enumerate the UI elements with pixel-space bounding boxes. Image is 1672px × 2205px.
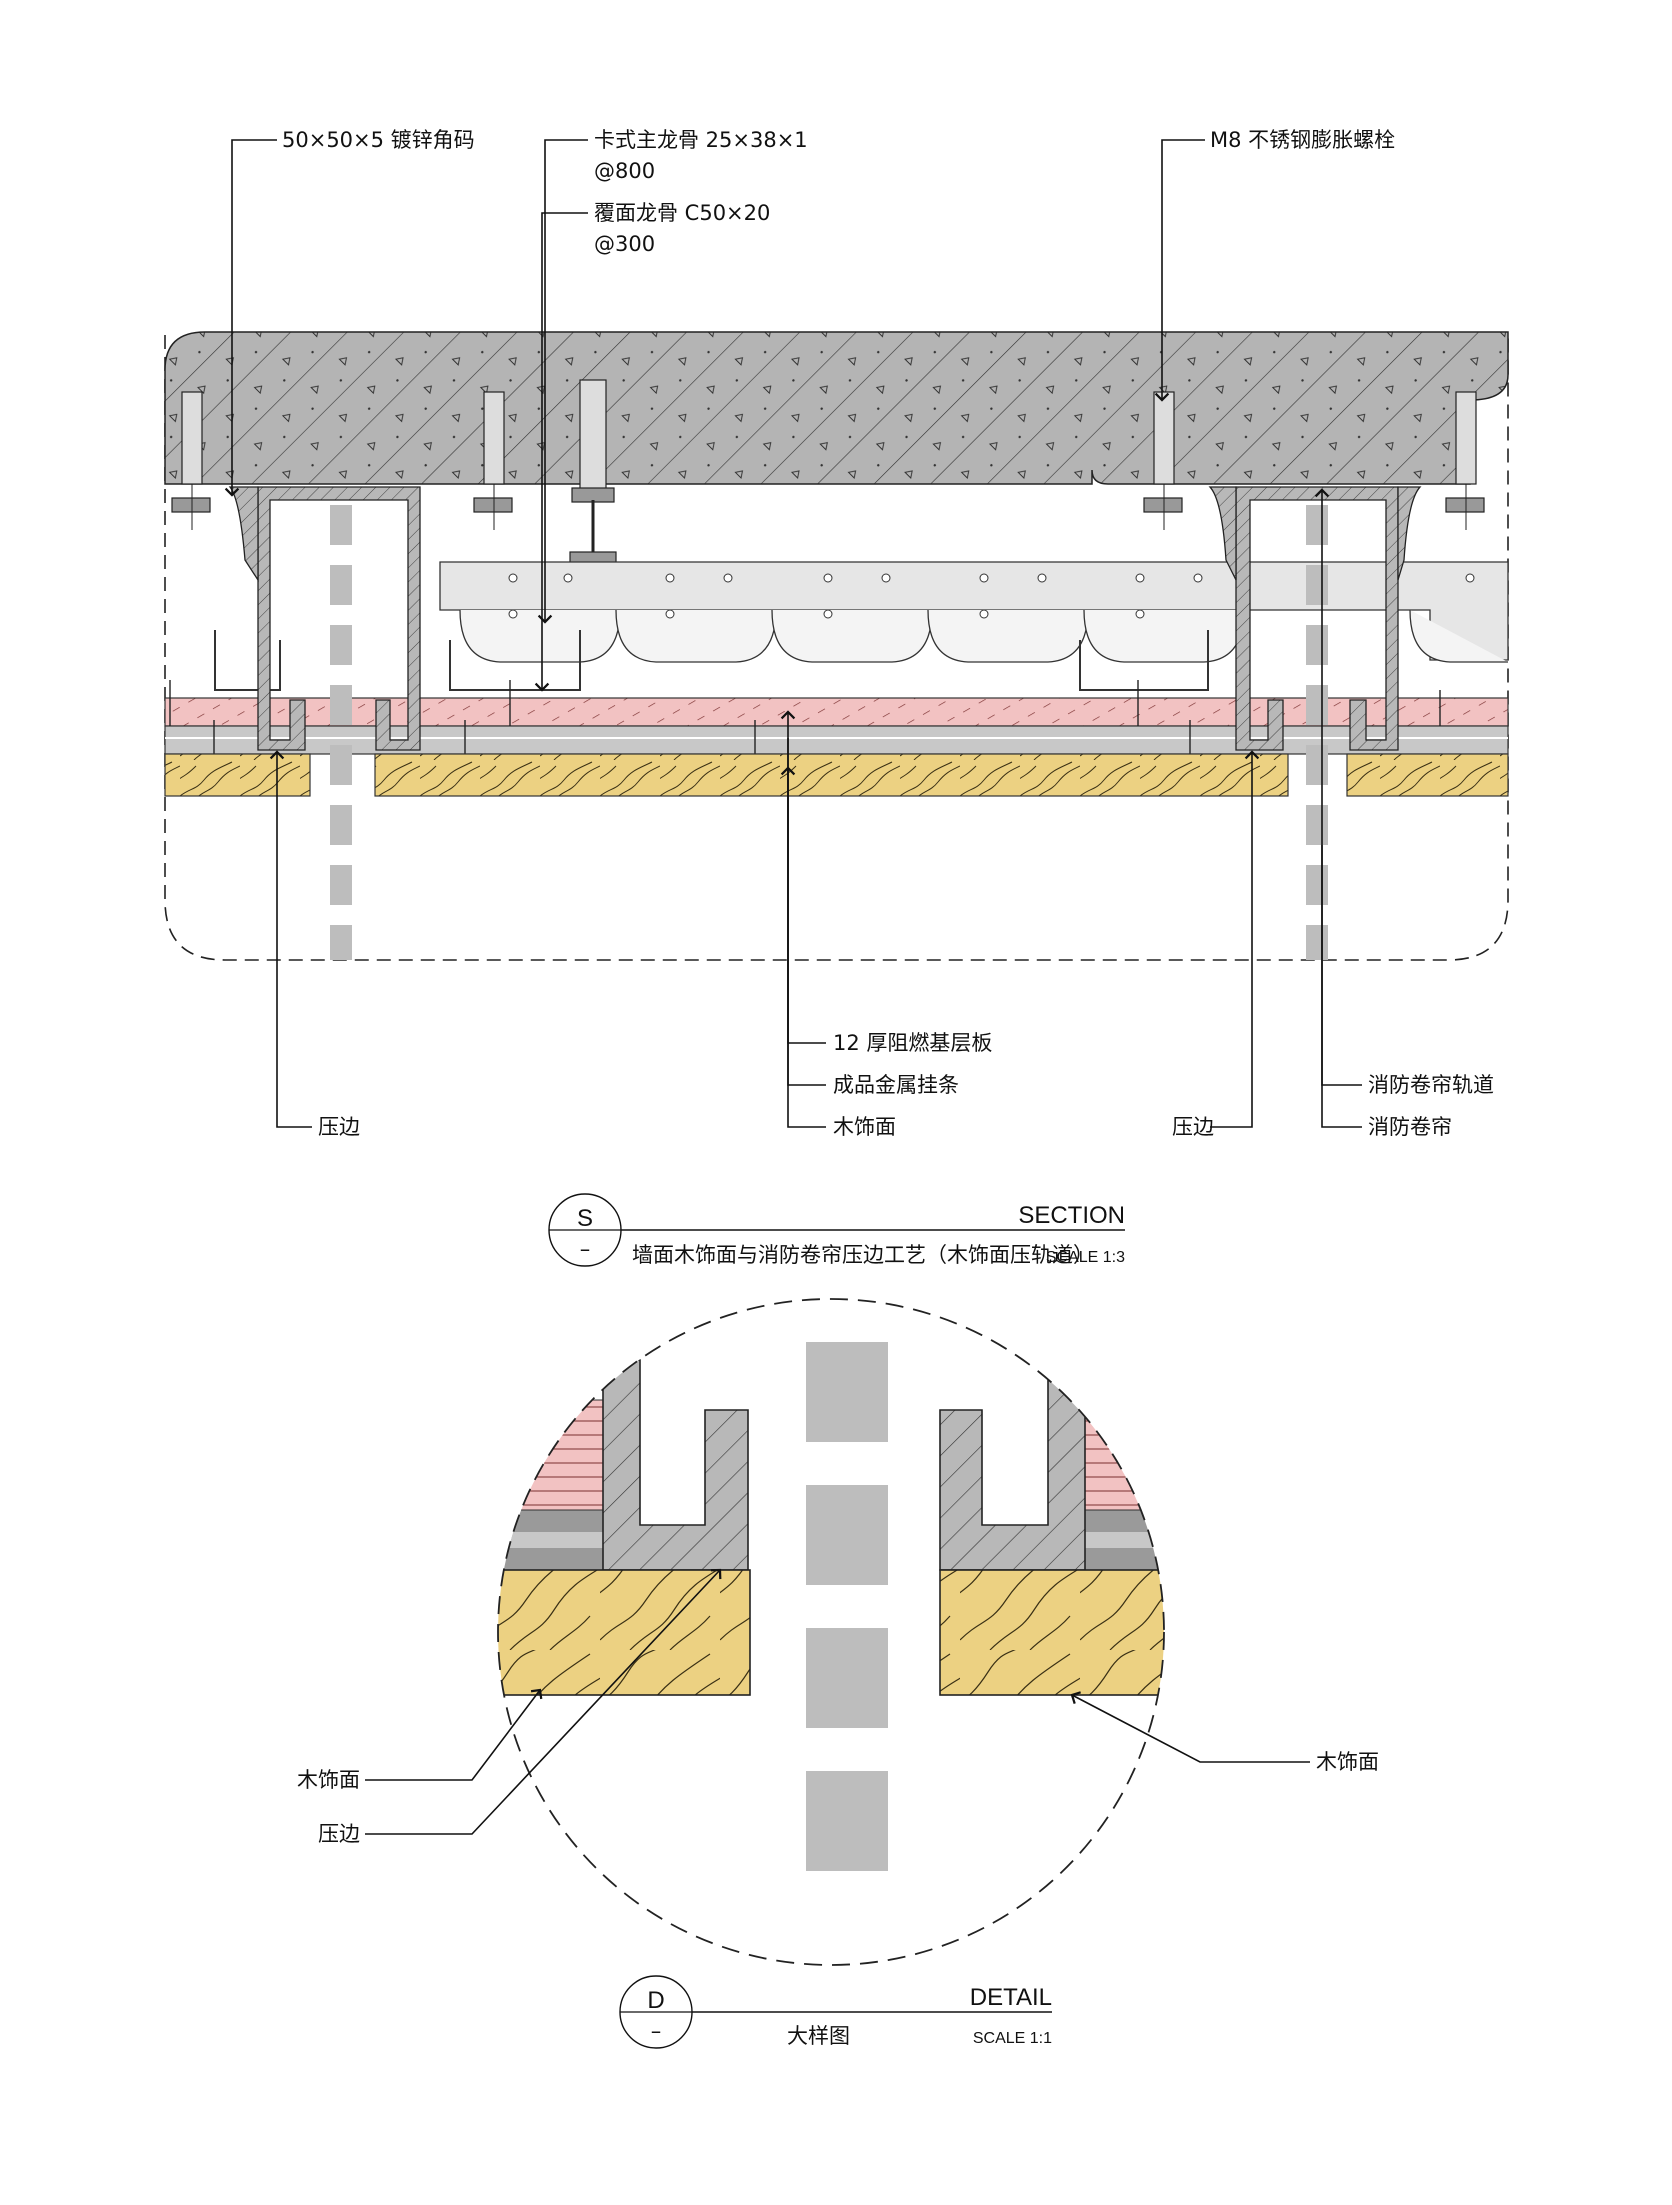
detail-symbol-letter: D: [647, 1987, 664, 2014]
detail-symbol-sub: –: [651, 2019, 662, 2043]
label-angle-bracket: 50×50×5 镀锌角码: [282, 128, 475, 152]
label-edge-trim-right: 压边: [1172, 1115, 1214, 1139]
wood-veneer-left: [164, 753, 311, 797]
wood-veneer-right: [1346, 753, 1509, 797]
cover-keels: [214, 630, 1209, 691]
label-edge-trim-left: 压边: [318, 1115, 360, 1139]
section-title: 墙面木饰面与消防卷帘压边工艺（木饰面压轨道）: [632, 1243, 1094, 1267]
detail-wood-veneer-left: [498, 1569, 751, 1696]
concrete-wall: [164, 331, 1509, 485]
section-symbol-letter: S: [577, 1205, 593, 1232]
section-drawing: 50×50×5 镀锌角码 卡式主龙骨 25×38×1 @800 覆面龙骨 C50…: [164, 128, 1509, 1267]
label-cover-keel: 覆面龙骨 C50×20: [594, 201, 770, 225]
section-heading: SECTION: [1018, 1202, 1125, 1229]
detail-heading: DETAIL: [970, 1984, 1052, 2011]
label-base-board: 12 厚阻燃基层板: [833, 1031, 992, 1055]
label-shutter: 消防卷帘: [1368, 1115, 1452, 1139]
detail-drawing: 木饰面 压边 木饰面 D – DETAIL 大样图 SCALE 1:1: [297, 1298, 1379, 2049]
detail-label-wood-finish-right: 木饰面: [1316, 1750, 1379, 1774]
label-cover-keel-spacing: @300: [594, 232, 655, 256]
label-shutter-track: 消防卷帘轨道: [1368, 1073, 1494, 1097]
wood-veneer-middle: [374, 753, 1289, 797]
detail-fire-shutter: [806, 1342, 888, 1871]
section-scale: SCALE 1:3: [1046, 1249, 1125, 1266]
label-wood-finish: 木饰面: [833, 1115, 896, 1139]
section-title-block: S – SECTION 墙面木饰面与消防卷帘压边工艺（木饰面压轨道） SCALE…: [548, 1193, 1125, 1267]
detail-scale: SCALE 1:1: [973, 2030, 1052, 2047]
detail-fire-board-right: [1079, 1399, 1164, 1511]
detail-wood-veneer-right: [939, 1569, 1164, 1696]
detail-title-block: D – DETAIL 大样图 SCALE 1:1: [619, 1975, 1052, 2049]
screws: [169, 680, 1441, 760]
detail-label-wood-finish-left: 木饰面: [297, 1768, 360, 1792]
edge-trim-right: [1208, 486, 1422, 751]
section-symbol-sub: –: [580, 1237, 591, 1261]
detail-edge-trim-left: [602, 1359, 749, 1571]
nut: [171, 497, 1485, 513]
label-metal-strip: 成品金属挂条: [833, 1073, 959, 1097]
expansion-bolts: [171, 379, 1485, 565]
main-keel-lobes: [459, 609, 1508, 663]
detail-title: 大样图: [787, 2024, 850, 2048]
section-leaders: [224, 139, 1362, 1128]
detail-fire-board-left: [498, 1399, 611, 1511]
detail-label-edge-trim: 压边: [318, 1822, 360, 1846]
label-main-keel-spacing: @800: [594, 159, 655, 183]
keel-holes: [508, 573, 1475, 619]
label-main-keel: 卡式主龙骨 25×38×1: [594, 128, 808, 152]
detail-edge-trim-right: [939, 1359, 1086, 1571]
fire-shutter-left: [330, 505, 352, 960]
detail-leaders: [365, 1568, 1310, 1835]
label-bolt: M8 不锈钢膨胀螺栓: [1210, 128, 1395, 152]
detail-boundary: [497, 1298, 1165, 1966]
